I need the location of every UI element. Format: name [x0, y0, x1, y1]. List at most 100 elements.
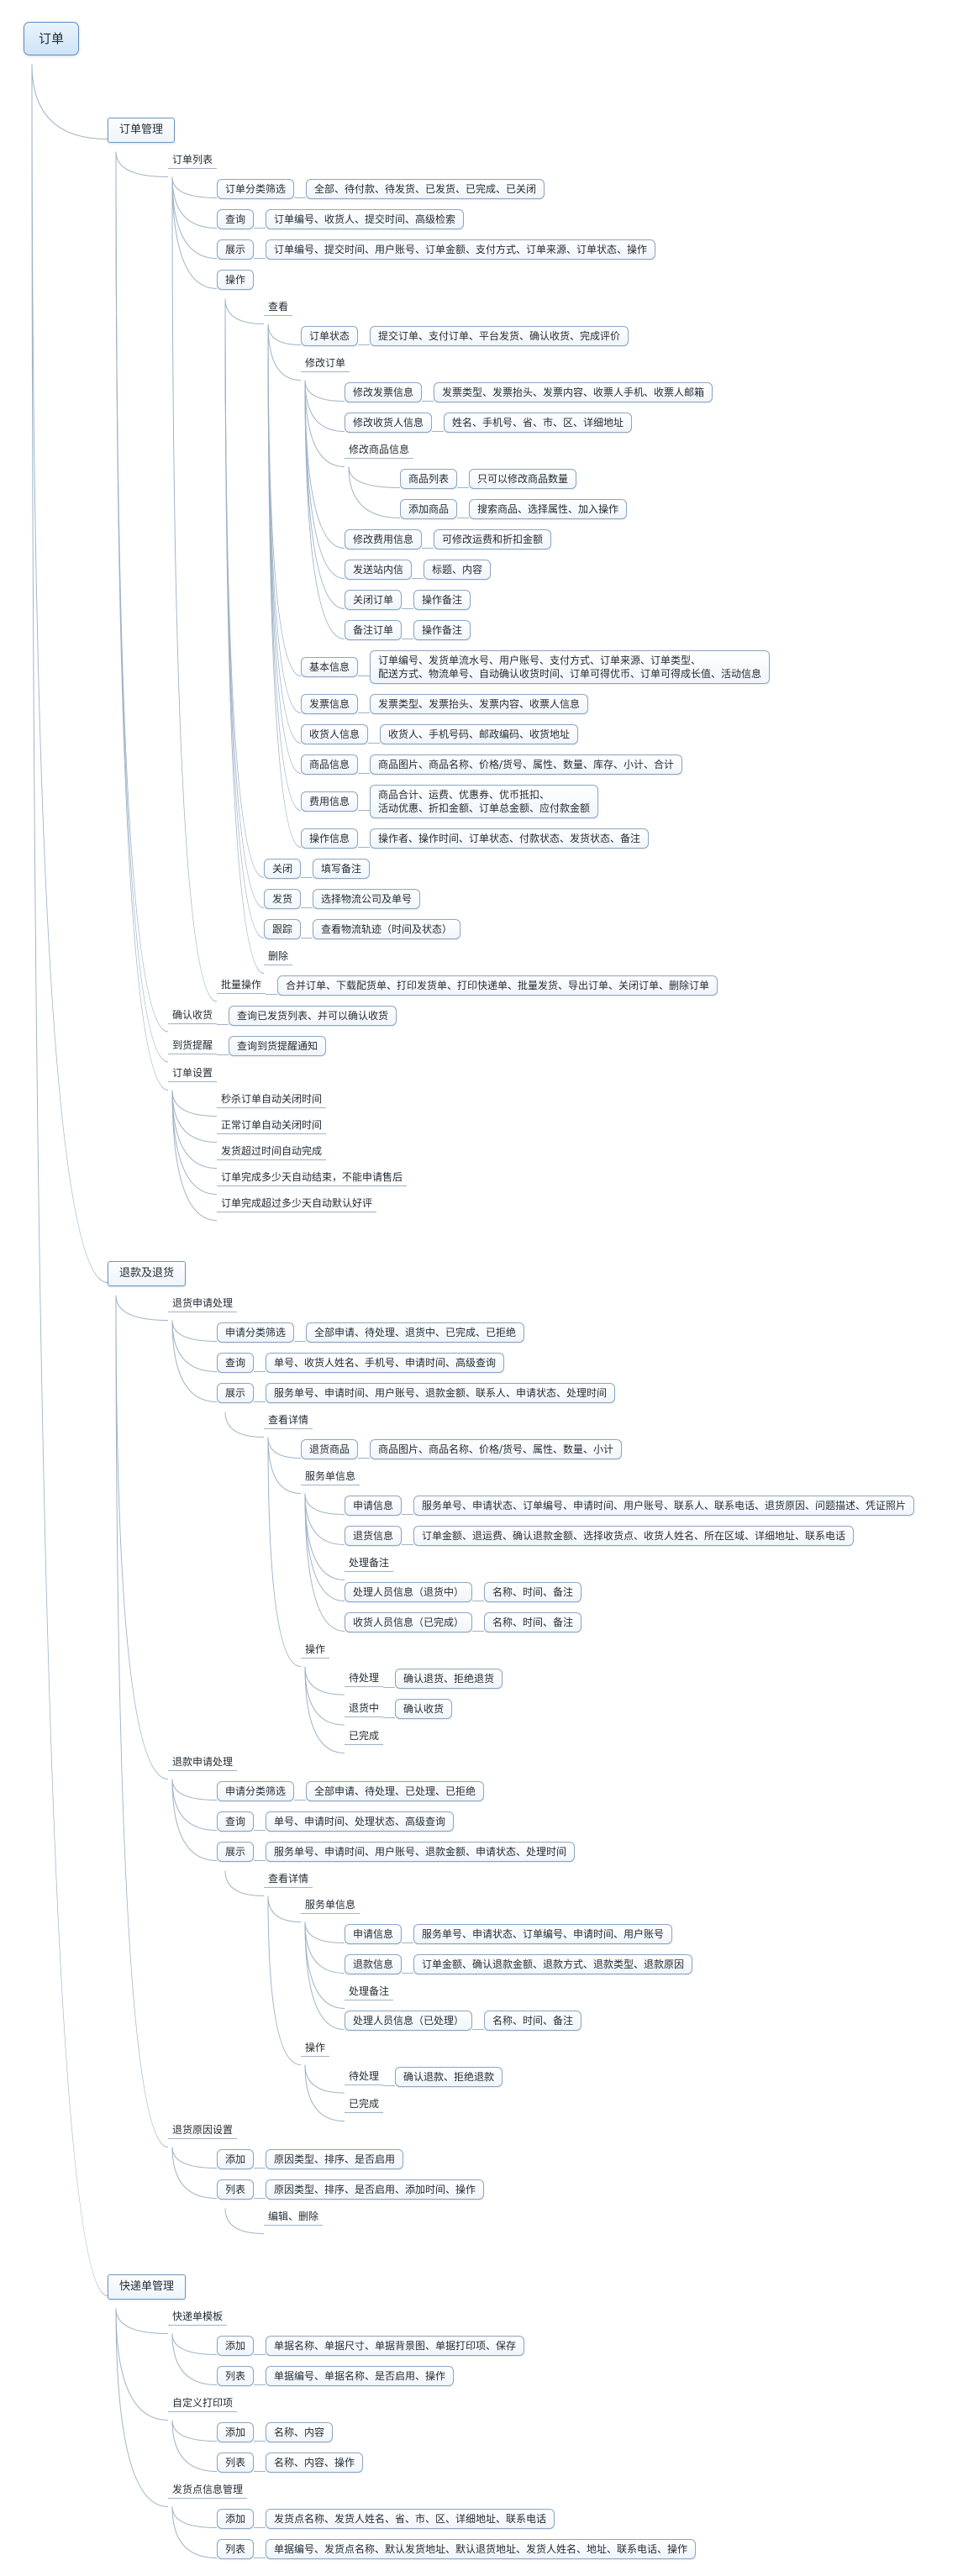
mindmap-topic[interactable]: 处理人员信息（退货中）	[345, 1582, 473, 1603]
mindmap-topic[interactable]: 跟踪	[264, 919, 302, 940]
mindmap-detail[interactable]: 单据编号、发货点名称、默认发货地址、默认退货地址、发货人姓名、地址、联系电话、操…	[266, 2539, 697, 2560]
mindmap-topic[interactable]: 查询	[217, 209, 255, 230]
branch-order-management[interactable]: 订单管理	[108, 118, 176, 143]
mindmap-topic[interactable]: 订单完成超过多少天自动默认好评	[217, 1196, 377, 1213]
mindmap-detail[interactable]: 原因类型、排序、是否启用	[266, 2149, 404, 2170]
mindmap-detail[interactable]: 名称、内容	[266, 2422, 334, 2443]
mindmap-detail[interactable]: 单据编号、单据名称、是否启用、操作	[266, 2366, 455, 2387]
mindmap-topic[interactable]: 处理人员信息（已处理）	[345, 2011, 473, 2032]
mindmap-topic[interactable]: 待处理	[345, 1671, 384, 1687]
mindmap-detail[interactable]: 订单编号、收货人、提交时间、高级检索	[266, 209, 465, 230]
mindmap-detail[interactable]: 服务单号、申请时间、用户账号、退款金额、申请状态、处理时间	[266, 1842, 576, 1863]
mindmap-topic[interactable]: 订单完成多少天自动结束，不能申请售后	[217, 1170, 408, 1187]
mindmap-topic[interactable]: 自定义打印项	[168, 2396, 238, 2413]
mindmap-topic[interactable]: 修改收货人信息	[345, 413, 433, 434]
mindmap-topic[interactable]: 查询	[217, 1353, 255, 1374]
mindmap-detail[interactable]: 查询到货提醒通知	[229, 1036, 327, 1057]
mindmap-topic[interactable]: 展示	[217, 1383, 255, 1404]
mindmap-topic[interactable]: 查看详情	[264, 1872, 313, 1889]
mindmap-topic[interactable]: 处理备注	[345, 1985, 394, 2001]
mindmap-detail[interactable]: 填写备注	[313, 859, 371, 880]
root-topic-order[interactable]: 订单	[24, 22, 80, 56]
mindmap-topic[interactable]: 添加	[217, 2509, 255, 2530]
mindmap-topic[interactable]: 待处理	[345, 2069, 384, 2085]
mindmap-topic[interactable]: 修改发票信息	[345, 382, 423, 403]
mindmap-detail[interactable]: 商品合计、运费、优惠券、优币抵扣、 活动优惠、折扣金额、订单总金额、应付款金额	[370, 785, 599, 819]
mindmap-detail[interactable]: 订单编号、发货单流水号、用户账号、支付方式、订单来源、订单类型、 配送方式、物流…	[370, 650, 771, 685]
mindmap-topic[interactable]: 处理备注	[345, 1556, 394, 1573]
mindmap-topic[interactable]: 批量操作	[217, 978, 266, 994]
mindmap-topic[interactable]: 正常订单自动关闭时间	[217, 1118, 327, 1135]
mindmap-detail[interactable]: 发票类型、发票抬头、发票内容、收票人手机、收票人邮箱	[434, 382, 713, 403]
mindmap-detail[interactable]: 订单金额、确认退款金额、退款方式、退款类型、退款原因	[413, 1954, 693, 1975]
mindmap-detail[interactable]: 商品图片、商品名称、价格/货号、属性、数量、小计	[370, 1439, 623, 1460]
mindmap-detail[interactable]: 姓名、手机号、省、市、区、详细地址	[444, 413, 633, 434]
mindmap-topic[interactable]: 操作	[301, 1643, 330, 1659]
mindmap-detail[interactable]: 选择物流公司及单号	[313, 889, 421, 910]
mindmap-detail[interactable]: 单号、收货人姓名、手机号、申请时间、高级查询	[266, 1353, 505, 1374]
mindmap-topic[interactable]: 已完成	[345, 1729, 384, 1746]
mindmap-topic[interactable]: 订单设置	[168, 1066, 218, 1083]
mindmap-topic[interactable]: 备注订单	[345, 620, 403, 641]
mindmap-topic[interactable]: 退款申请处理	[168, 1755, 238, 1772]
mindmap-topic[interactable]: 退货信息	[345, 1526, 403, 1547]
mindmap-topic[interactable]: 添加	[217, 2336, 255, 2357]
mindmap-topic[interactable]: 收货人信息	[301, 724, 369, 745]
mindmap-detail[interactable]: 名称、内容、操作	[266, 2452, 364, 2473]
mindmap-topic[interactable]: 展示	[217, 1842, 255, 1863]
mindmap-topic[interactable]: 确认收货	[168, 1008, 218, 1024]
mindmap-topic[interactable]: 快递单模板	[168, 2310, 228, 2326]
mindmap-topic[interactable]: 申请分类筛选	[217, 1322, 295, 1343]
mindmap-topic[interactable]: 操作	[217, 270, 255, 291]
mindmap-topic[interactable]: 修改商品信息	[345, 443, 414, 460]
mindmap-detail[interactable]: 确认收货	[395, 1699, 453, 1720]
mindmap-topic[interactable]: 添加	[217, 2149, 255, 2170]
mindmap-topic[interactable]: 列表	[217, 2366, 255, 2387]
mindmap-topic[interactable]: 商品列表	[400, 469, 458, 490]
mindmap-detail[interactable]: 标题、内容	[424, 560, 492, 581]
mindmap-topic[interactable]: 列表	[217, 2179, 255, 2200]
mindmap-detail[interactable]: 商品图片、商品名称、价格/货号、属性、数量、库存、小计、合计	[370, 754, 683, 775]
mindmap-detail[interactable]: 查询已发货列表、并可以确认收货	[229, 1006, 397, 1027]
mindmap-detail[interactable]: 服务单号、申请状态、订单编号、申请时间、用户账号	[413, 1924, 673, 1945]
mindmap-detail[interactable]: 操作备注	[413, 590, 471, 611]
mindmap-detail[interactable]: 订单编号、提交时间、用户账号、订单金额、支付方式、订单来源、订单状态、操作	[266, 239, 656, 260]
mindmap-detail[interactable]: 收货人、手机号码、邮政编码、收货地址	[380, 724, 579, 745]
branch-express-sheet-management[interactable]: 快递单管理	[108, 2274, 187, 2300]
mindmap-topic[interactable]: 列表	[217, 2452, 255, 2473]
mindmap-topic[interactable]: 已完成	[345, 2097, 384, 2114]
mindmap-topic[interactable]: 发票信息	[301, 694, 359, 715]
mindmap-topic[interactable]: 申请分类筛选	[217, 1781, 295, 1802]
mindmap-topic[interactable]: 查看	[264, 300, 293, 317]
mindmap-topic[interactable]: 申请信息	[345, 1496, 403, 1517]
mindmap-detail[interactable]: 订单金额、退运费、确认退款金额、选择收货点、收货人姓名、所在区域、详细地址、联系…	[413, 1526, 855, 1547]
mindmap-topic[interactable]: 服务单信息	[301, 1469, 360, 1486]
mindmap-topic[interactable]: 添加	[217, 2422, 255, 2443]
mindmap-detail[interactable]: 单据名称、单据尺寸、单据背景图、单据打印项、保存	[266, 2336, 525, 2357]
mindmap-topic[interactable]: 添加商品	[400, 499, 458, 520]
mindmap-topic[interactable]: 发送站内信	[345, 560, 413, 581]
mindmap-detail[interactable]: 发票类型、发票抬头、发票内容、收票人信息	[370, 694, 589, 715]
mindmap-detail[interactable]: 可修改运费和折扣金额	[434, 529, 552, 550]
mindmap-topic[interactable]: 费用信息	[301, 791, 359, 812]
mindmap-topic[interactable]: 商品信息	[301, 754, 359, 775]
mindmap-topic[interactable]: 展示	[217, 239, 255, 260]
mindmap-detail[interactable]: 查看物流轨迹（时间及状态）	[313, 919, 461, 940]
mindmap-topic[interactable]: 退货商品	[301, 1439, 359, 1460]
mindmap-topic[interactable]: 发货	[264, 889, 302, 910]
branch-refund-and-return[interactable]: 退款及退货	[108, 1261, 187, 1286]
mindmap-detail[interactable]: 名称、时间、备注	[484, 1582, 582, 1603]
mindmap-topic[interactable]: 秒杀订单自动关闭时间	[217, 1092, 327, 1109]
mindmap-detail[interactable]: 全部、待付款、待发货、已发货、已完成、已关闭	[306, 179, 545, 200]
mindmap-detail[interactable]: 提交订单、支付订单、平台发货、确认收货、完成评价	[370, 326, 629, 347]
mindmap-topic[interactable]: 发货点信息管理	[168, 2483, 248, 2500]
mindmap-topic[interactable]: 到货提醒	[168, 1038, 218, 1054]
mindmap-topic[interactable]: 发货超过时间自动完成	[217, 1144, 327, 1161]
mindmap-topic[interactable]: 列表	[217, 2539, 255, 2560]
mindmap-topic[interactable]: 退款信息	[345, 1954, 403, 1975]
mindmap-detail[interactable]: 合并订单、下载配货单、打印发货单、打印快递单、批量发货、导出订单、关闭订单、删除…	[277, 975, 718, 996]
mindmap-detail[interactable]: 发货点名称、发货人姓名、省、市、区、详细地址、联系电话	[266, 2509, 555, 2530]
mindmap-topic[interactable]: 修改费用信息	[345, 529, 423, 550]
mindmap-topic[interactable]: 关闭	[264, 859, 302, 880]
mindmap-detail[interactable]: 确认退款、拒绝退款	[395, 2067, 503, 2088]
